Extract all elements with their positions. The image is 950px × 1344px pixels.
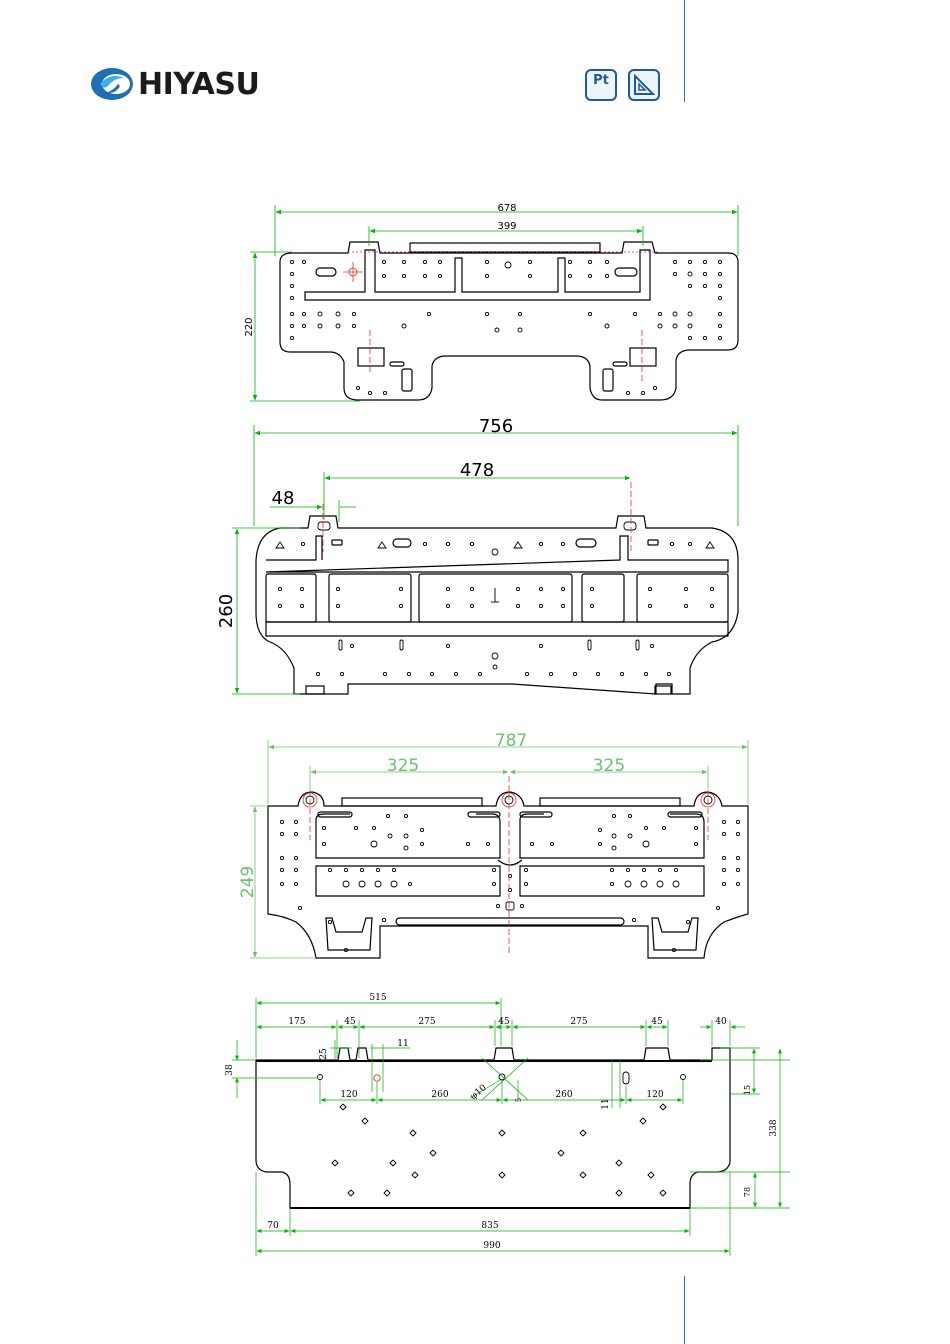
plate-3-width-label: 787 bbox=[495, 731, 527, 751]
plate-4-outline bbox=[256, 1048, 730, 1208]
plate-4-right-top-offset-label: 15 bbox=[743, 1085, 752, 1095]
plate-3-hook-spacing-left-label: 325 bbox=[387, 756, 419, 776]
plate-4-left-edge-offset-label: 38 bbox=[225, 1064, 235, 1076]
plate-4-hole-width-label: 11 bbox=[397, 1039, 408, 1049]
plate-4-hole-spacing-right-2-label: 120 bbox=[646, 1090, 663, 1100]
plate-3-holes bbox=[280, 796, 739, 952]
plate-4-small-gap-label: 5 bbox=[515, 1098, 523, 1102]
plate-4-dimensions bbox=[232, 998, 790, 1256]
plate-3: 787 325 325 249 bbox=[238, 731, 748, 958]
plate-2-width-label: 756 bbox=[479, 416, 513, 437]
plate-4-pipe-hole-diameter-label: φ10 bbox=[469, 1083, 489, 1102]
plate-1-width-label: 678 bbox=[497, 203, 516, 214]
plate-4-chain-label-7: 40 bbox=[715, 1017, 727, 1027]
plate-4-chain-label-6: 45 bbox=[651, 1017, 663, 1027]
plate-4-right-hole-width-label: 11 bbox=[601, 1098, 611, 1109]
plate-4-chain-label-5: 275 bbox=[570, 1017, 587, 1027]
plate-3-hook-spacing-right-label: 325 bbox=[593, 756, 625, 776]
plate-1: 678 399 220 bbox=[244, 203, 738, 401]
plate-4-dimension-labels: 515 175 45 275 45 275 45 40 11 25 38 120… bbox=[225, 993, 779, 1251]
plate-4-width-label: 990 bbox=[483, 1241, 500, 1251]
plate-4-center-offset-label: 515 bbox=[369, 993, 386, 1003]
plate-2-hook-offset-label: 48 bbox=[272, 488, 295, 509]
plate-3-outline bbox=[268, 792, 748, 958]
plate-1-holes bbox=[290, 260, 721, 394]
plate-3-height-label: 249 bbox=[238, 866, 258, 898]
plate-1-hook-spacing-label: 399 bbox=[497, 221, 516, 232]
plate-4-bottom-left-label: 70 bbox=[267, 1221, 279, 1231]
plate-1-dimensions bbox=[250, 205, 738, 401]
plate-4-chain-label-2: 45 bbox=[344, 1017, 356, 1027]
plate-4-chain-label-3: 275 bbox=[418, 1017, 435, 1027]
plate-2-hook-spacing-label: 478 bbox=[460, 460, 494, 481]
plate-1-height-label: 220 bbox=[244, 317, 255, 336]
plate-4-chain-label-1: 175 bbox=[288, 1017, 305, 1027]
plate-4-chain-label-4: 45 bbox=[498, 1017, 510, 1027]
plate-2-height-label: 260 bbox=[216, 594, 237, 628]
plate-4-bottom-span-label: 835 bbox=[481, 1221, 498, 1231]
plate-2-centerlines bbox=[323, 482, 631, 552]
plate-4-hole-spacing-left-2-label: 260 bbox=[431, 1090, 448, 1100]
plate-4-hole-spacing-right-1-label: 260 bbox=[555, 1090, 572, 1100]
plate-4-bottom-offset-label: 78 bbox=[743, 1187, 752, 1197]
plate-4-height-label: 338 bbox=[769, 1119, 779, 1136]
plate-1-outline bbox=[280, 242, 738, 400]
plate-4: 515 175 45 275 45 275 45 40 11 25 38 120… bbox=[225, 993, 790, 1256]
plate-4-hole-spacing-left-1-label: 120 bbox=[340, 1090, 357, 1100]
plate-4-holes bbox=[318, 1072, 686, 1196]
plate-2: 756 478 48 260 bbox=[216, 416, 738, 694]
plate-4-notch-depth-label: 25 bbox=[319, 1048, 329, 1060]
